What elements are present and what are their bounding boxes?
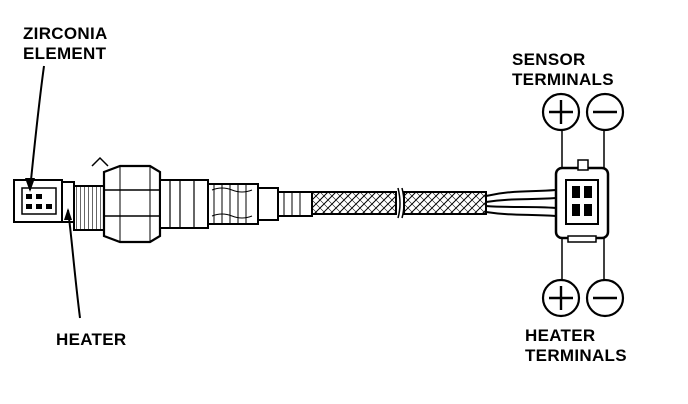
zirconia-label-line2: ELEMENT <box>23 44 107 63</box>
zirconia-label-line1: ZIRCONIA <box>23 24 108 43</box>
sensor-minus-terminal <box>585 92 625 132</box>
sensor-plus-terminal <box>541 92 581 132</box>
sensor-label-line2: TERMINALS <box>512 70 614 89</box>
heater-terminals-line1: HEATER <box>525 326 596 345</box>
terminal-leaders <box>561 130 605 280</box>
heater-label: HEATER <box>56 330 126 350</box>
heater-minus-terminal <box>585 278 625 318</box>
heater-label-text: HEATER <box>56 330 127 349</box>
sensor-label-line1: SENSOR <box>512 50 586 69</box>
zirconia-element-label: ZIRCONIA ELEMENT <box>23 24 108 64</box>
sensor-terminals-label: SENSOR TERMINALS <box>512 50 614 90</box>
zirconia-pointer <box>25 65 45 192</box>
sensor-body <box>159 179 313 229</box>
threaded-body <box>61 181 105 231</box>
sensor-tip <box>13 179 63 223</box>
heater-terminals-line2: TERMINALS <box>525 346 627 365</box>
harness-segment-left <box>311 191 397 215</box>
harness-segment-right <box>403 191 487 215</box>
hex-nut <box>91 156 162 244</box>
heater-plus-terminal <box>541 278 581 318</box>
heater-terminals-label: HEATER TERMINALS <box>525 326 627 366</box>
connector <box>554 159 610 243</box>
lead-wires <box>485 189 557 217</box>
heater-pointer <box>64 208 81 319</box>
